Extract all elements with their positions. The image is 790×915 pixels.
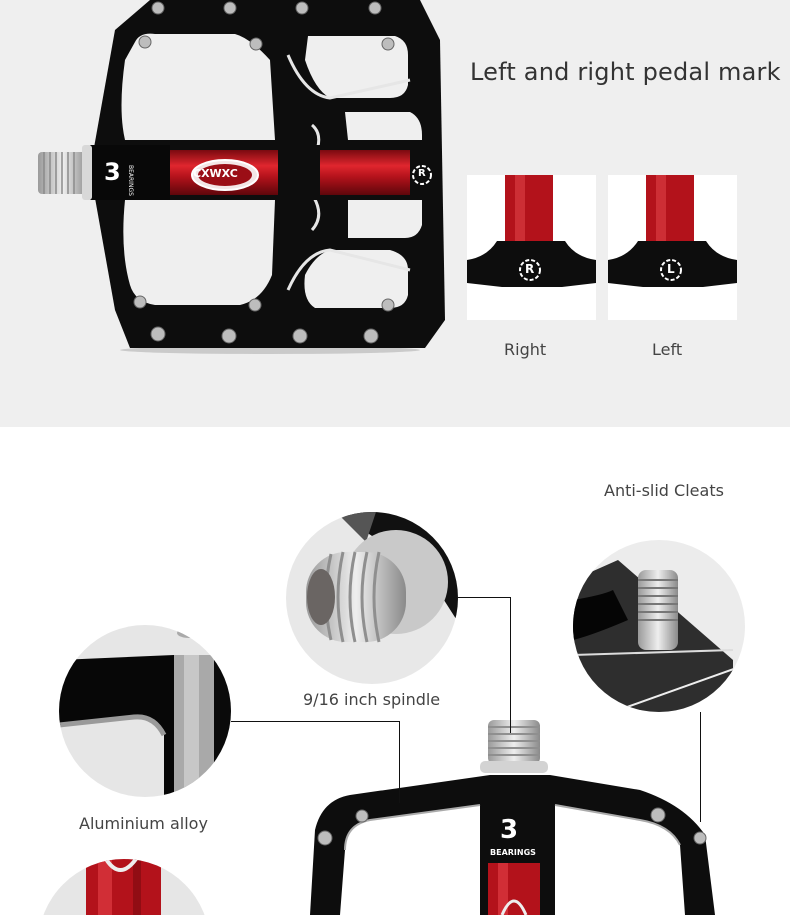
cleats-leader-line bbox=[700, 712, 701, 822]
pedal-front-view-image: 3 BEARINGS bbox=[310, 715, 730, 915]
mark-glyph-left: L bbox=[667, 262, 675, 276]
mark-glyph-right: R bbox=[525, 262, 535, 276]
alloy-callout: Aluminium alloy bbox=[79, 814, 208, 833]
brand-label: CXWXC bbox=[193, 167, 238, 180]
features-section: Anti-slid Cleats 9/16 inch spindle bbox=[0, 427, 790, 915]
bearing-logo-number: 3 bbox=[104, 158, 121, 186]
right-mark-image: R bbox=[467, 175, 596, 320]
alloy-leader-line bbox=[231, 721, 400, 722]
bearing-logo-number: 3 bbox=[500, 815, 519, 845]
bearing-logo-text: BEARINGS bbox=[127, 165, 134, 196]
axle-closeup-image bbox=[38, 859, 210, 915]
spindle-leader-line-vertical bbox=[510, 597, 511, 733]
alloy-leader-line-vertical bbox=[399, 721, 400, 803]
pedal-top-view-image: CXWXC 3 BEARINGS R bbox=[30, 0, 455, 360]
left-label: Left bbox=[652, 340, 683, 359]
spindle-callout: 9/16 inch spindle bbox=[303, 690, 441, 709]
pedal-mark-section: CXWXC 3 BEARINGS R Left and right pedal … bbox=[0, 0, 790, 427]
side-mark-glyph: R bbox=[418, 168, 426, 179]
spindle-leader-line bbox=[458, 597, 511, 598]
section-title: Left and right pedal mark bbox=[470, 58, 781, 86]
left-mark-image: L bbox=[608, 175, 737, 320]
spindle-closeup-image bbox=[286, 512, 458, 684]
cleats-callout: Anti-slid Cleats bbox=[604, 481, 724, 500]
right-label: Right bbox=[504, 340, 547, 359]
bearing-logo-text: BEARINGS bbox=[490, 848, 536, 857]
cleats-closeup-image bbox=[573, 540, 745, 712]
alloy-closeup-image bbox=[59, 625, 231, 797]
